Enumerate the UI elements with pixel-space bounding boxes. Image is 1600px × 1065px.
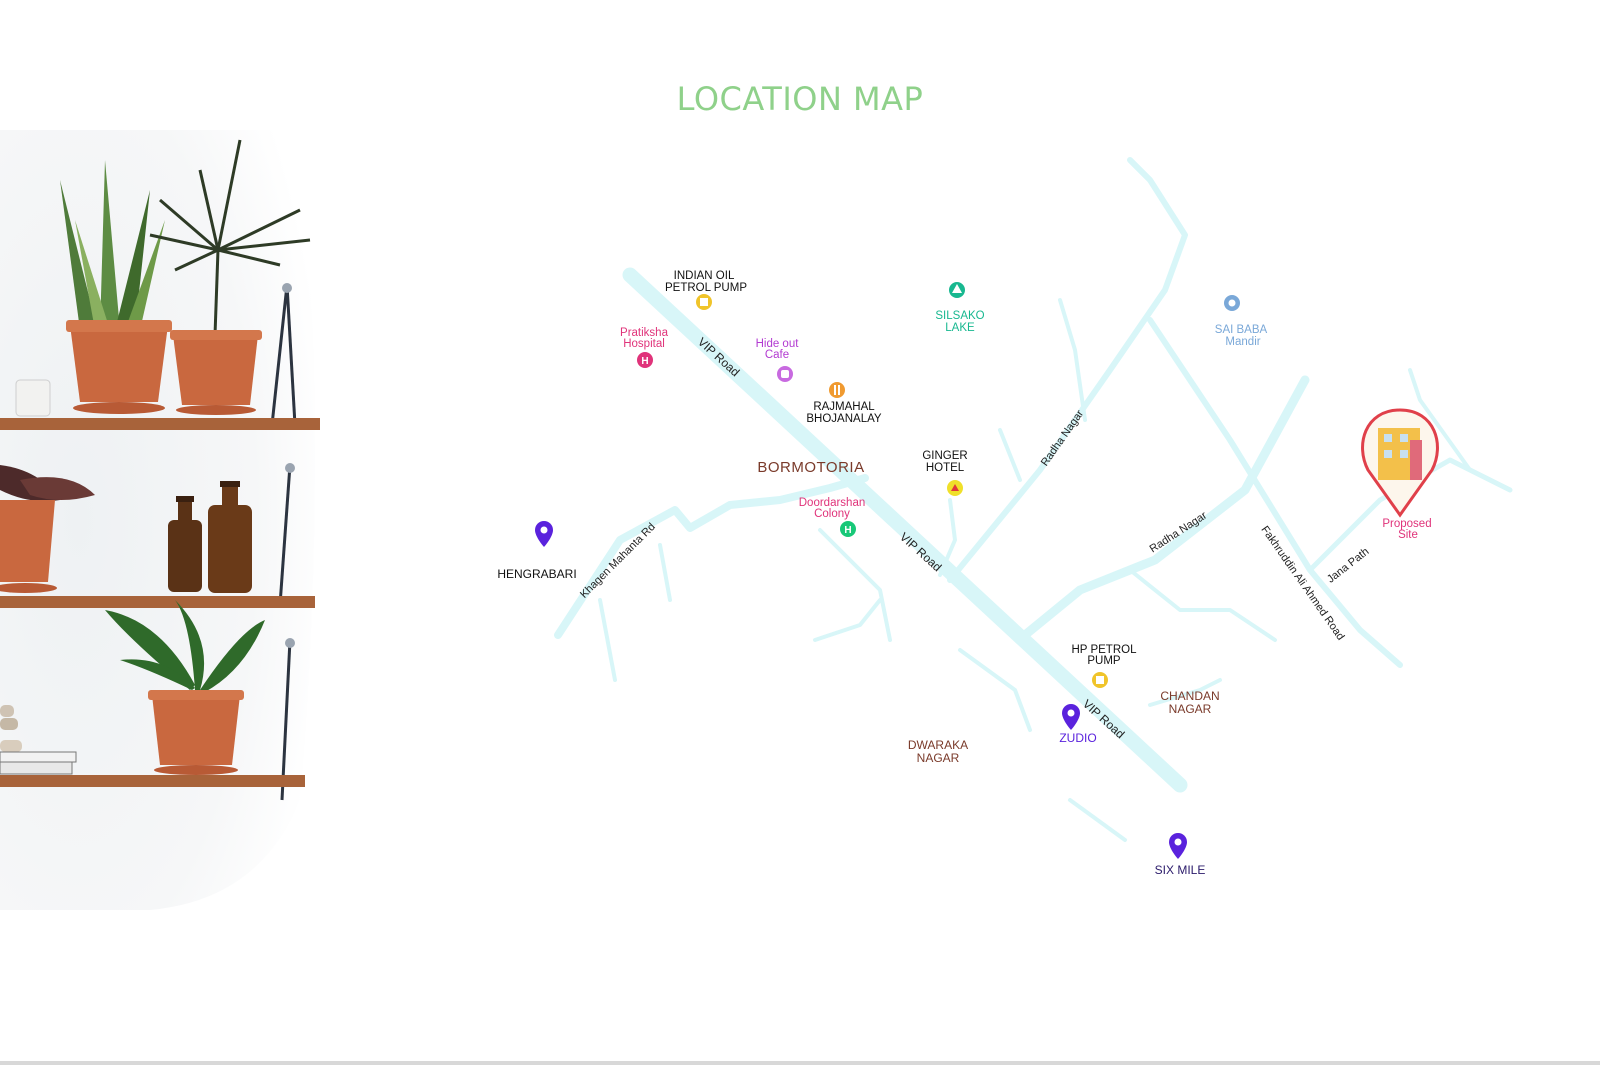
dracaena-pot (170, 330, 262, 415)
branch-road (1408, 368, 1472, 472)
road-network (554, 157, 1513, 842)
road-label-vip-north: VIP Road (695, 335, 742, 380)
tree-icon[interactable] (949, 282, 965, 298)
place-label: LAKE (945, 322, 975, 334)
svg-text:H: H (844, 525, 851, 536)
road-label-radha-east: Radha Nagar (1148, 509, 1210, 555)
place-label: Mandir (1225, 336, 1260, 348)
branch-road (998, 428, 1022, 482)
snake-plant (60, 160, 172, 414)
bottom-divider (0, 1061, 1600, 1065)
place-label: GINGER (922, 450, 967, 462)
area-label: BORMOTORIA (757, 459, 864, 476)
branch-road (1128, 568, 1277, 642)
place-label: HP PETROL (1072, 644, 1138, 656)
place-label: Hide out (756, 338, 800, 350)
hotel-icon[interactable] (947, 480, 963, 496)
shelf-strap (270, 283, 297, 801)
place-label: HENGRABARI (497, 567, 576, 581)
khagen-mahanta-road (554, 474, 869, 639)
area-label: NAGAR (1169, 702, 1212, 716)
shelf-board (0, 418, 320, 430)
place-label: Proposed (1382, 518, 1431, 530)
proposed-site-marker[interactable] (1361, 408, 1439, 518)
road-label-radha-north: Radha Nagar (1039, 408, 1087, 469)
place-label: ZUDIO (1059, 731, 1096, 745)
branch-road (1068, 798, 1127, 842)
fuel-pump-icon[interactable] (696, 294, 712, 310)
place-label: Pratiksha (620, 327, 669, 339)
shelf-board (0, 596, 315, 608)
place-label: Site (1398, 529, 1418, 541)
svg-text:H: H (641, 356, 648, 367)
map-title: LOCATION MAP (676, 80, 924, 118)
area-label: NAGAR (917, 751, 960, 765)
temple-icon[interactable] (1224, 295, 1240, 311)
hospital-icon[interactable]: H (840, 521, 856, 537)
branch-road (1058, 298, 1087, 422)
fuel-pump-icon[interactable] (1092, 672, 1108, 688)
branch-road (658, 543, 672, 602)
branch-road (1148, 678, 1222, 707)
place-label: SAI BABA (1215, 324, 1268, 336)
road-label-khagen: Khagen Mahanta Rd (578, 521, 658, 601)
peace-lily-pot (148, 690, 244, 775)
location-pin-icon[interactable] (1169, 833, 1187, 859)
shelf-board (0, 775, 305, 787)
fakhruddin-road (1147, 317, 1403, 668)
place-label: RAJMAHAL (813, 401, 875, 413)
glass-jar (15, 379, 51, 417)
place-label: PUMP (1087, 655, 1121, 667)
place-label: Cafe (765, 349, 789, 361)
place-label: HOTEL (926, 462, 965, 474)
branch-road (818, 528, 892, 642)
cafe-icon[interactable] (777, 366, 793, 382)
place-label: Hospital (623, 338, 665, 350)
restaurant-icon[interactable] (829, 382, 845, 398)
place-label: PETROL PUMP (665, 282, 747, 294)
location-pin-icon[interactable] (1062, 704, 1080, 730)
branch-road (813, 598, 882, 642)
book-stack (0, 705, 77, 775)
branch-road (958, 648, 1032, 732)
shelf-plants-illustration (0, 130, 320, 910)
location-pin-icon[interactable] (535, 521, 553, 547)
hospital-icon[interactable]: H (637, 352, 653, 368)
place-label: SILSAKO (935, 310, 984, 322)
place-label: Doordarshan (799, 497, 865, 509)
radha-nagar-road (1020, 375, 1310, 640)
place-label: INDIAN OIL (674, 270, 735, 282)
branch-road (598, 598, 617, 682)
branch-road (938, 498, 957, 577)
area-label: DWARAKA (908, 738, 968, 752)
dracaena-plant (149, 139, 311, 336)
road-label-jana-path: Jana Path (1325, 546, 1371, 586)
amber-bottles (168, 481, 252, 593)
place-label: SIX MILE (1155, 863, 1206, 877)
calathea-plant (0, 465, 95, 593)
vip-road (622, 267, 1188, 793)
peace-lily-plant (105, 600, 265, 692)
radha-nagar-north (947, 157, 1188, 583)
area-label: CHANDAN (1160, 689, 1219, 703)
place-label: Colony (814, 508, 850, 520)
place-label: BHOJANALAY (806, 413, 882, 425)
